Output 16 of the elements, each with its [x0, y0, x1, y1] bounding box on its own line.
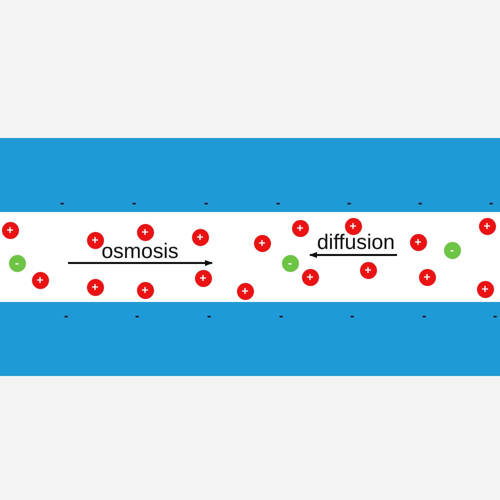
charge-sign: - [207, 308, 212, 322]
charge-sign: - [276, 196, 280, 208]
process-label: diffusion [317, 232, 395, 254]
charge-sign: - [350, 308, 354, 322]
charge-sign: - [64, 308, 68, 322]
charge-sign: - [204, 196, 208, 208]
charge-sign: - [493, 308, 498, 322]
charge-sign: - [489, 196, 494, 208]
charge-sign: - [347, 196, 352, 208]
charge-sign: - [135, 308, 140, 322]
charge-sign: - [132, 196, 136, 208]
charge-sign: - [60, 196, 64, 208]
process-label: osmosis [102, 241, 179, 263]
charge-sign: - [418, 196, 422, 208]
charge-sign: - [422, 308, 426, 322]
charge-sign: - [279, 308, 284, 322]
